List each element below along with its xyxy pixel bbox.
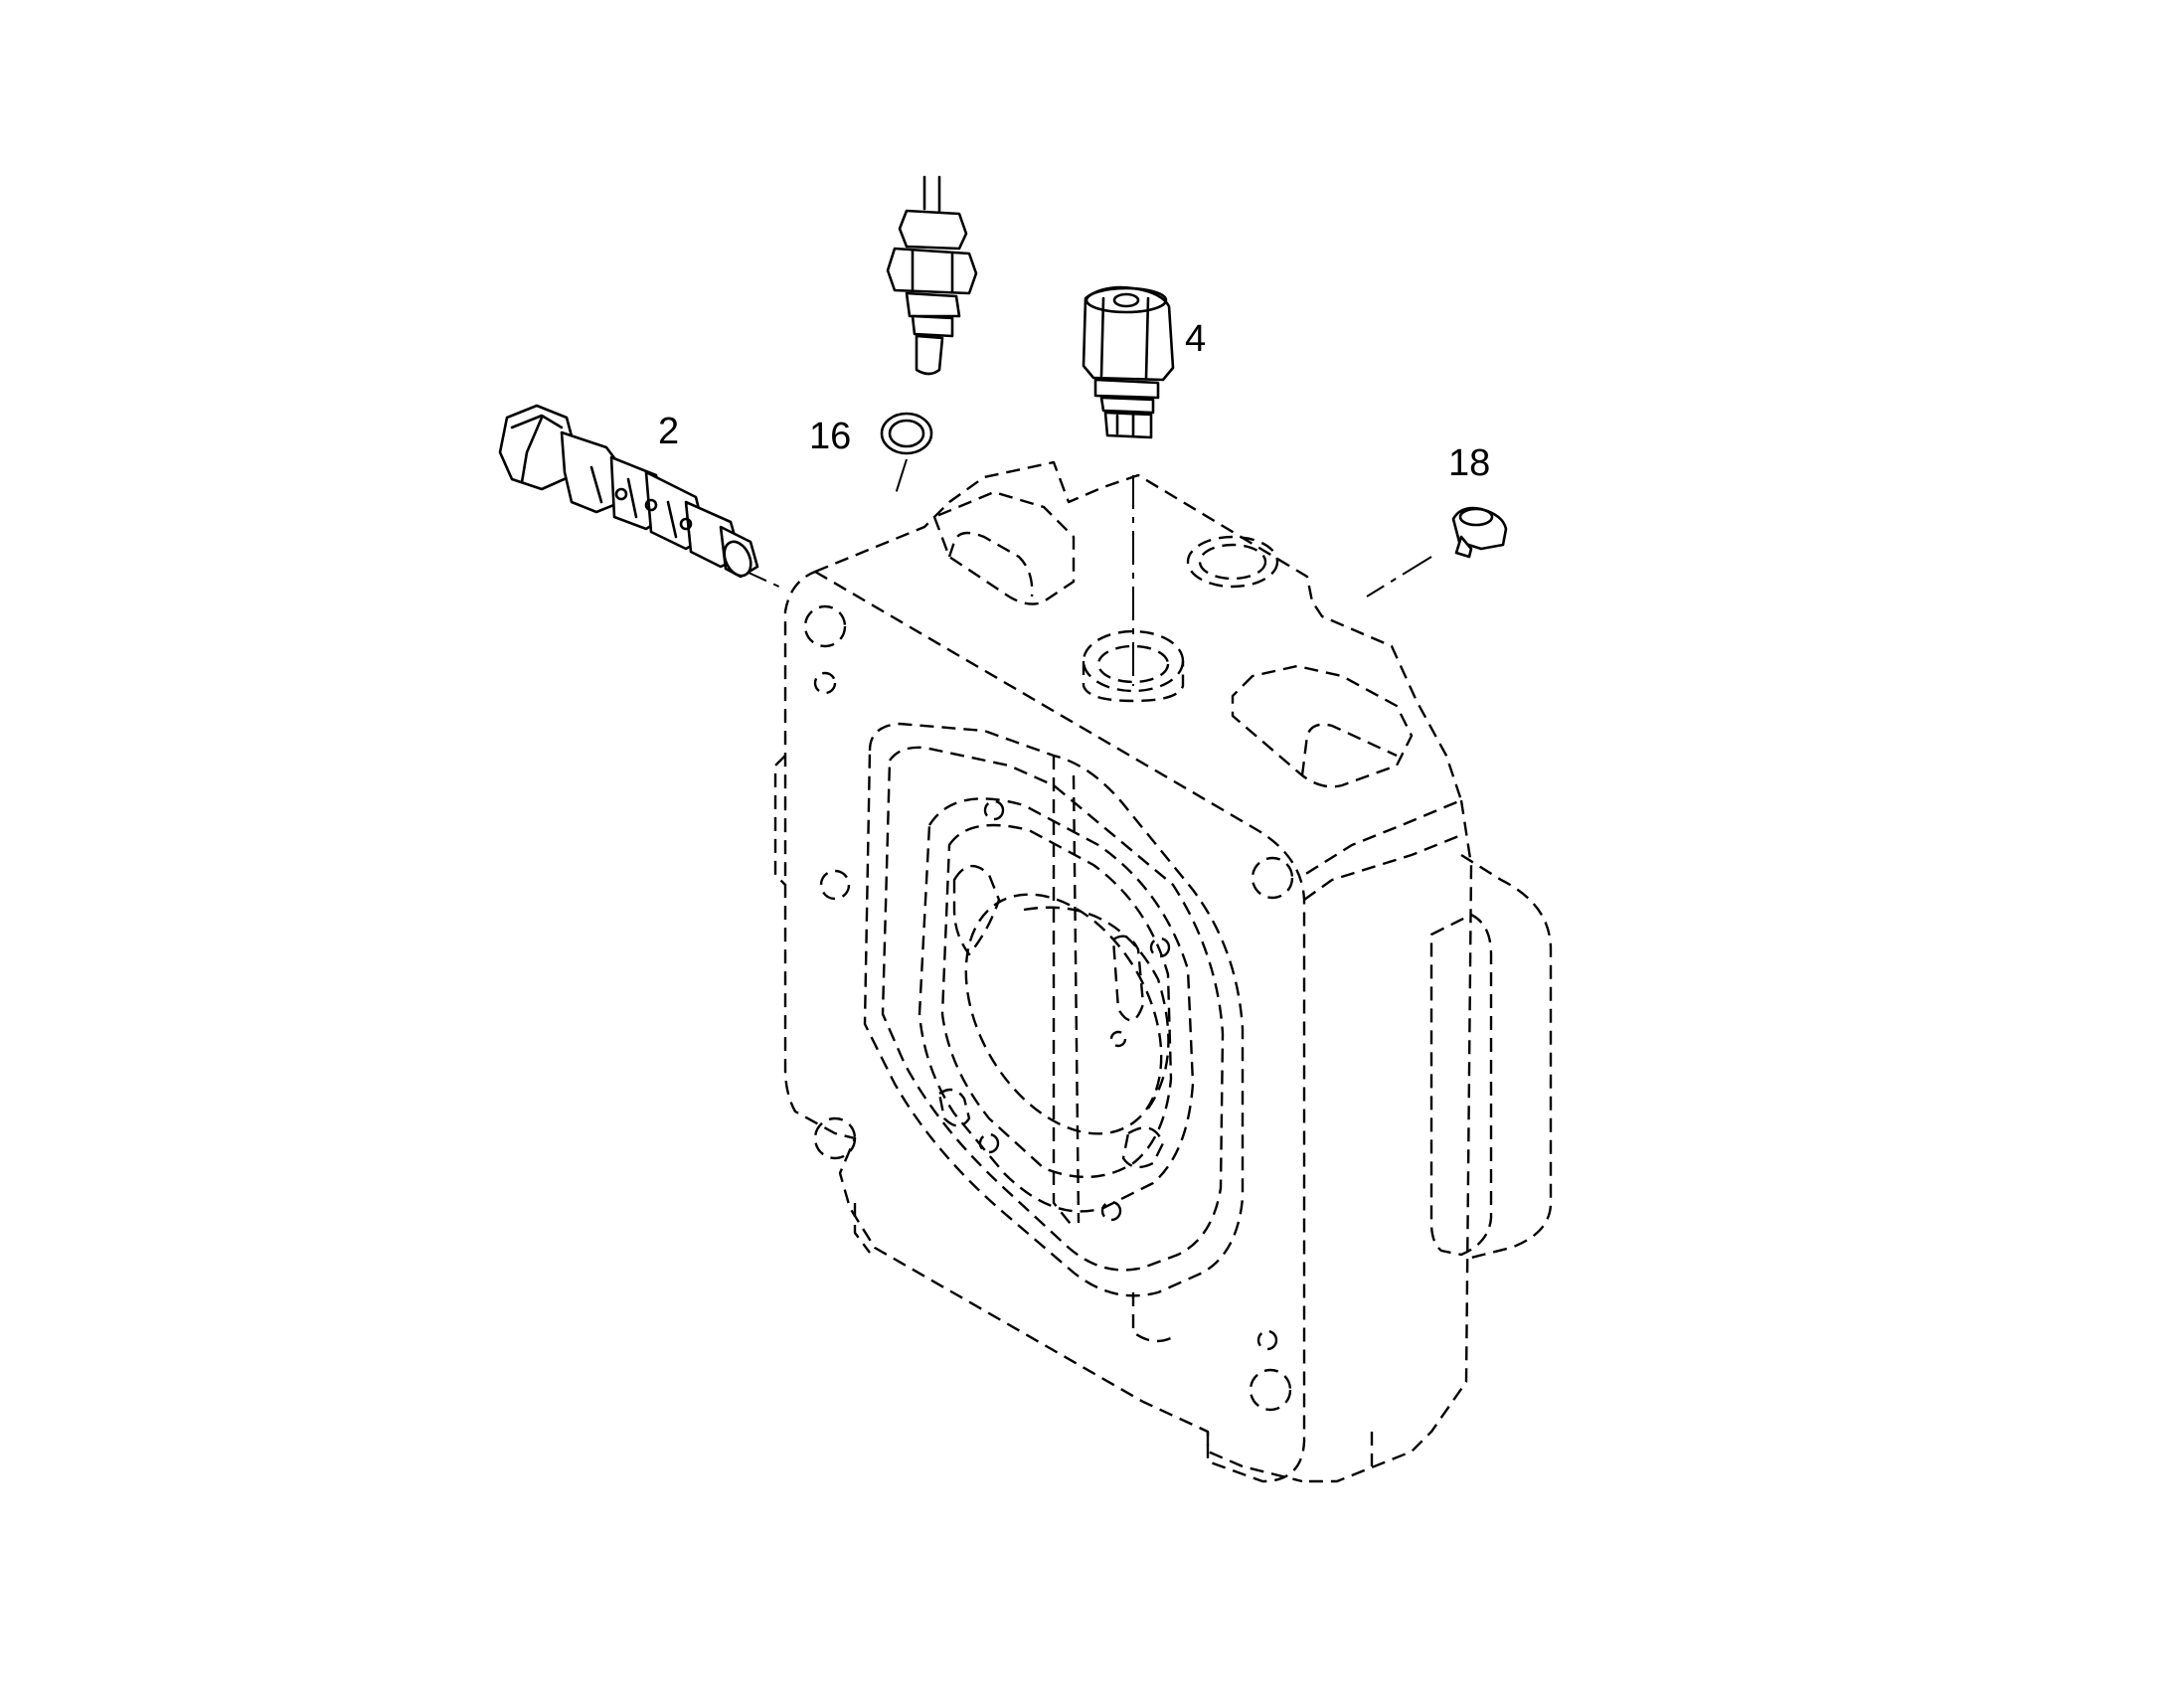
callout-18: 18 [1448, 442, 1491, 484]
pressure-sensor [886, 175, 978, 376]
pump-housing [773, 460, 1553, 1483]
callout-2: 2 [658, 411, 680, 452]
part-2-cartridge-valve [498, 404, 759, 579]
callout-16: 16 [809, 416, 852, 457]
leader-lines [735, 458, 1432, 686]
callout-4: 4 [1185, 318, 1207, 360]
part-18-plug [1451, 506, 1508, 559]
part-16-o-ring [880, 412, 933, 455]
part-4-relief-valve [1082, 285, 1175, 439]
